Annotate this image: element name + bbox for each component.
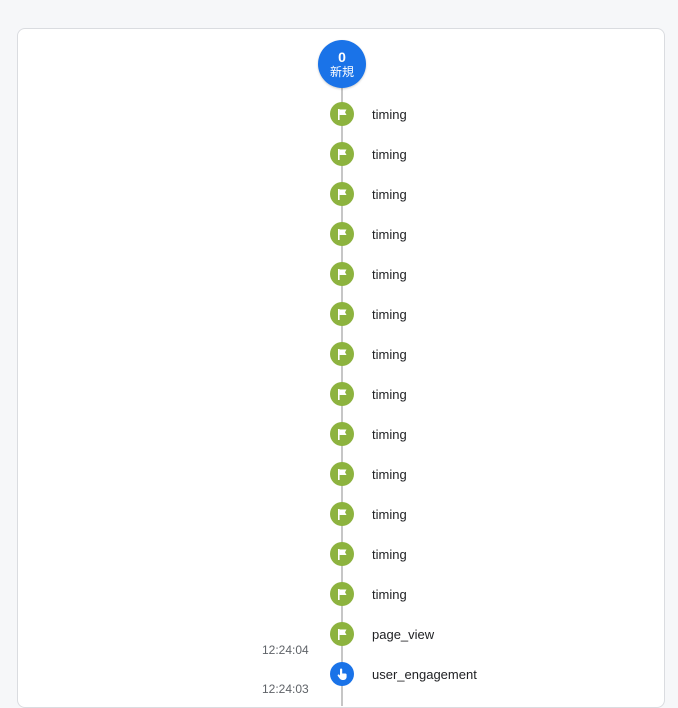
flag-icon: [330, 462, 354, 486]
event-item[interactable]: timing: [0, 342, 678, 366]
event-item[interactable]: timing: [0, 382, 678, 406]
flag-icon: [330, 342, 354, 366]
event-item[interactable]: timing: [0, 102, 678, 126]
event-item[interactable]: timing: [0, 182, 678, 206]
flag-icon: [330, 422, 354, 446]
flag-icon: [330, 262, 354, 286]
flag-icon: [330, 182, 354, 206]
event-label: timing: [372, 347, 407, 362]
flag-icon: [330, 102, 354, 126]
event-label: timing: [372, 187, 407, 202]
flag-icon: [330, 542, 354, 566]
event-item[interactable]: page_view: [0, 622, 678, 646]
event-item[interactable]: timing: [0, 542, 678, 566]
flag-icon: [330, 582, 354, 606]
event-item[interactable]: timing: [0, 502, 678, 526]
flag-icon: [330, 302, 354, 326]
event-label: timing: [372, 467, 407, 482]
event-timestamp: 12:24:03: [262, 682, 309, 696]
event-label: timing: [372, 107, 407, 122]
event-item[interactable]: timing: [0, 582, 678, 606]
event-item[interactable]: timing: [0, 462, 678, 486]
event-label: timing: [372, 427, 407, 442]
event-label: timing: [372, 307, 407, 322]
event-label: timing: [372, 587, 407, 602]
session-count: 0: [338, 48, 346, 65]
event-label: timing: [372, 547, 407, 562]
event-item[interactable]: user_engagement: [0, 662, 678, 686]
event-label: timing: [372, 507, 407, 522]
event-item[interactable]: timing: [0, 142, 678, 166]
session-label: 新規: [329, 64, 354, 79]
event-item[interactable]: timing: [0, 222, 678, 246]
touch-icon: [330, 662, 354, 686]
flag-icon: [330, 382, 354, 406]
flag-icon: [330, 622, 354, 646]
flag-icon: [330, 142, 354, 166]
session-badge[interactable]: 0 新規: [318, 40, 366, 88]
event-item[interactable]: timing: [0, 302, 678, 326]
event-item[interactable]: timing: [0, 422, 678, 446]
event-label: page_view: [372, 627, 435, 642]
event-label: timing: [372, 227, 407, 242]
event-timestamp: 12:24:04: [262, 643, 309, 657]
flag-icon: [330, 502, 354, 526]
event-label: user_engagement: [372, 667, 477, 682]
event-item[interactable]: timing: [0, 262, 678, 286]
event-label: timing: [372, 267, 407, 282]
flag-icon: [330, 222, 354, 246]
event-label: timing: [372, 387, 407, 402]
event-label: timing: [372, 147, 407, 162]
